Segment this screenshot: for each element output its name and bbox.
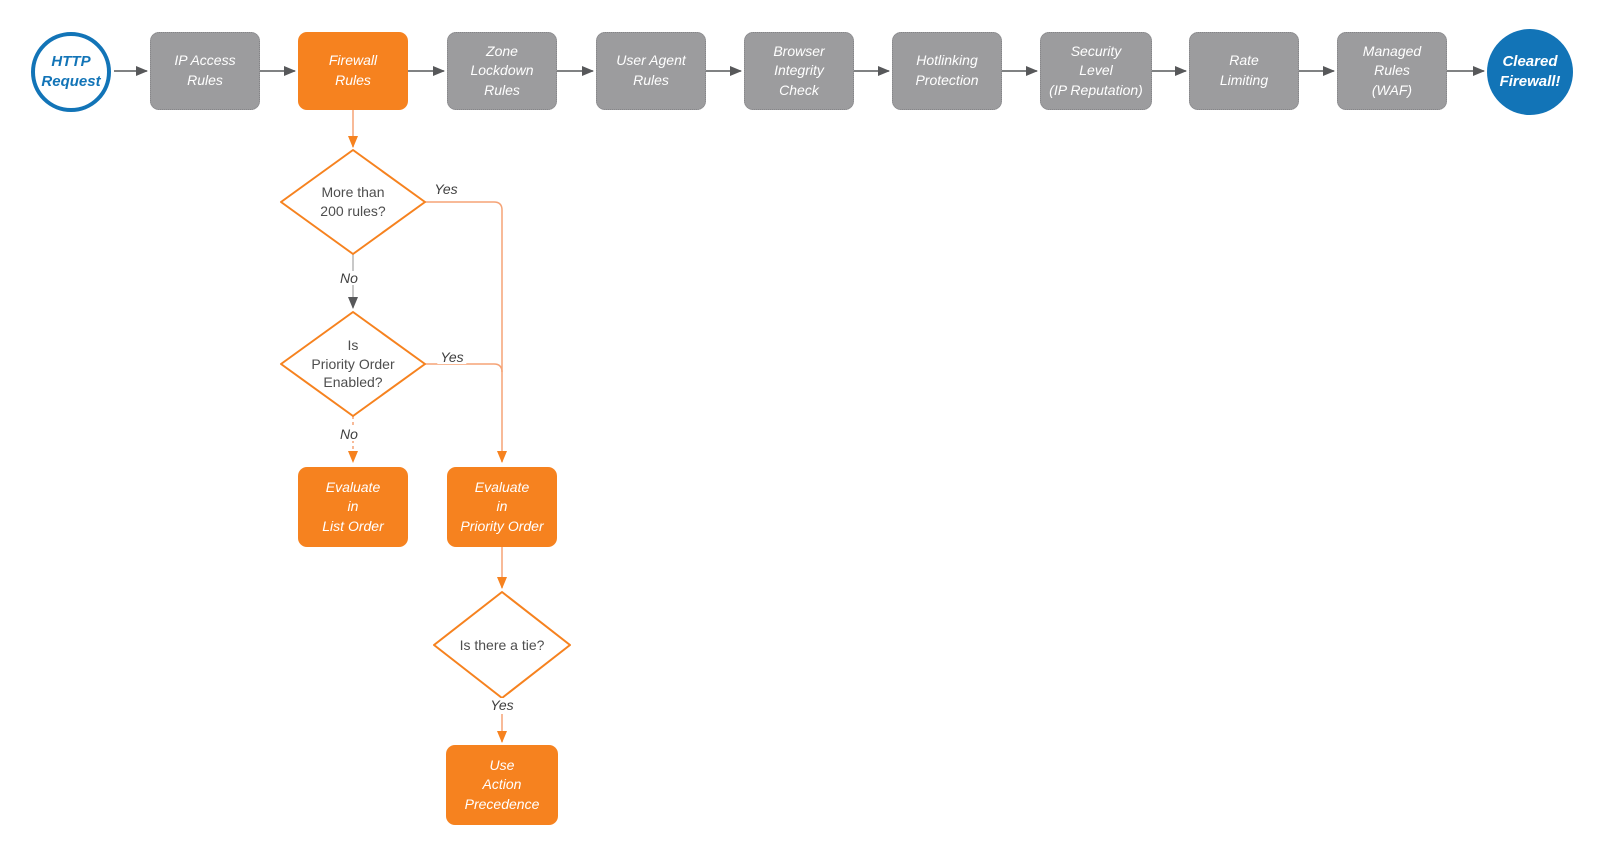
edge-label-yes-priority: Yes [437, 350, 467, 364]
decision-priority-order-enabled-label: Is Priority Order Enabled? [311, 336, 395, 391]
edge-label-no-priority: No [337, 427, 361, 441]
step-firewall-rules: Firewall Rules [298, 32, 408, 110]
step-hotlinking-protection: Hotlinking Protection [892, 32, 1002, 110]
step-rate-limiting: Rate Limiting [1189, 32, 1299, 110]
decision-more-than-200-rules-label: More than 200 rules? [320, 184, 386, 219]
end-node-cleared-firewall: Cleared Firewall! [1487, 29, 1573, 115]
decision-more-than-200-rules-shape [280, 149, 426, 255]
step-zone-lockdown-rules: Zone Lockdown Rules [447, 32, 557, 110]
decision-is-there-a-tie-label: Is there a tie? [459, 636, 545, 653]
node-evaluate-in-list-order: Evaluate in List Order [298, 467, 408, 547]
step-user-agent-rules: User Agent Rules [596, 32, 706, 110]
node-evaluate-in-priority-order: Evaluate in Priority Order [447, 467, 557, 547]
step-security-level: Security Level (IP Reputation) [1040, 32, 1152, 110]
step-ip-access-rules: IP Access Rules [150, 32, 260, 110]
edge-label-no-rules: No [337, 271, 361, 285]
edge-label-yes-tie: Yes [487, 698, 517, 712]
step-managed-rules-waf: Managed Rules (WAF) [1337, 32, 1447, 110]
edge-label-yes-rules: Yes [431, 182, 461, 196]
decision-diamonds [280, 149, 571, 699]
start-node-http-request: HTTP Request [31, 32, 111, 112]
branch-connectors [348, 110, 507, 743]
decision-priority-order-enabled-shape [280, 311, 426, 417]
line-decision-priority-yes-merge [425, 363, 503, 373]
step-browser-integrity-check: Browser Integrity Check [744, 32, 854, 110]
arrow-decision-rules-yes [425, 201, 507, 463]
node-use-action-precedence: Use Action Precedence [446, 745, 558, 825]
